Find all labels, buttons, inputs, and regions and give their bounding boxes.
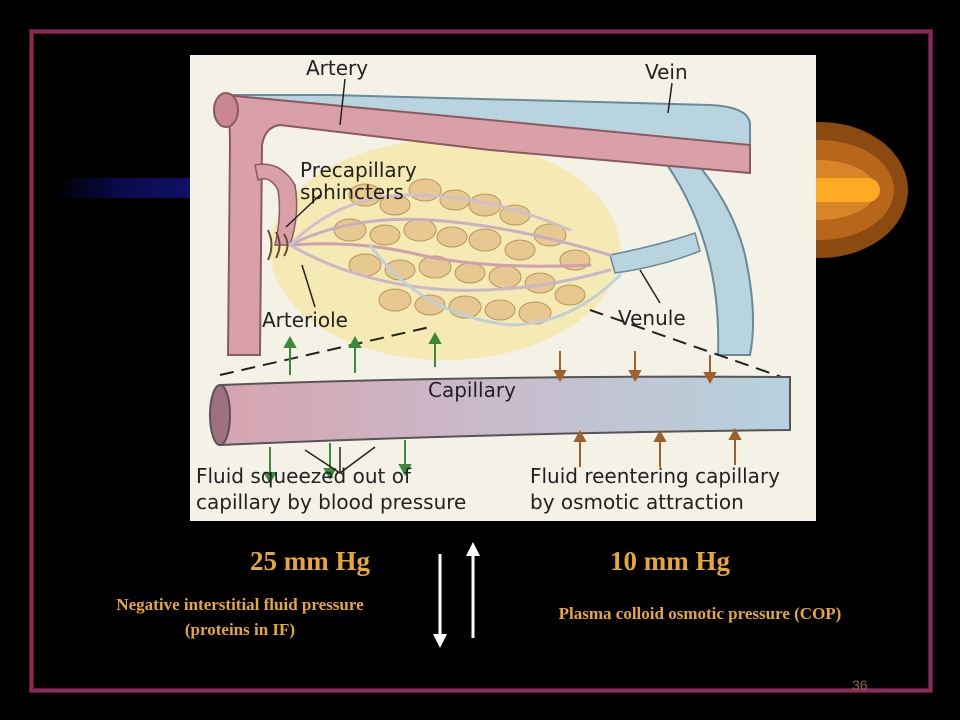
capillary-lumen [209,384,231,446]
label-arteriole: Arteriole [262,308,348,332]
left-pressure-caption: Negative interstitial fluid pressure (pr… [40,592,440,642]
capillary-enlarged [219,375,791,447]
arrow-down-icon [433,554,447,648]
label-capillary: Capillary [428,378,516,402]
arrow-up-icon [466,542,480,638]
illustration-svg: Artery Vein Precapillary sphincters Arte… [190,55,816,521]
label-fluid-in-1: Fluid reentering capillary [530,464,780,488]
right-pressure-caption: Plasma colloid osmotic pressure (COP) [558,604,842,623]
label-artery: Artery [306,56,368,80]
left-caption-line2: (proteins in IF) [184,620,296,639]
label-vein: Vein [645,60,688,84]
left-pressure-value: 25 mm Hg [250,546,370,576]
tissue-cells [333,178,591,325]
label-fluid-out-1: Fluid squeezed out of [196,464,412,488]
fluid-out-arrows [263,331,442,485]
capillary-network [288,193,622,327]
label-fluid-out-2: capillary by blood pressure [196,490,466,514]
label-precapillary-1: Precapillary [300,158,417,182]
slide-frame [30,30,932,692]
venule-branch [609,232,701,274]
label-precapillary-2: sphincters [300,180,404,204]
venule-vessel [658,143,755,356]
right-pressure-value: 10 mm Hg [610,546,730,576]
precapillary-sphincter [267,229,289,261]
zoom-line-right [589,309,791,381]
label-fluid-in-2: by osmotic attraction [530,490,744,514]
slide-number: 36 [852,677,868,693]
arteriole-vessel [254,163,298,246]
capillary-exchange-illustration: Artery Vein Precapillary sphincters Arte… [190,55,816,521]
zoom-line-left [219,326,431,376]
artery-end [213,92,239,128]
fluid-in-arrows [553,351,742,467]
label-venule: Venule [618,306,686,330]
leader-lines [285,78,673,474]
left-caption-line1: Negative interstitial fluid pressure [116,595,364,614]
